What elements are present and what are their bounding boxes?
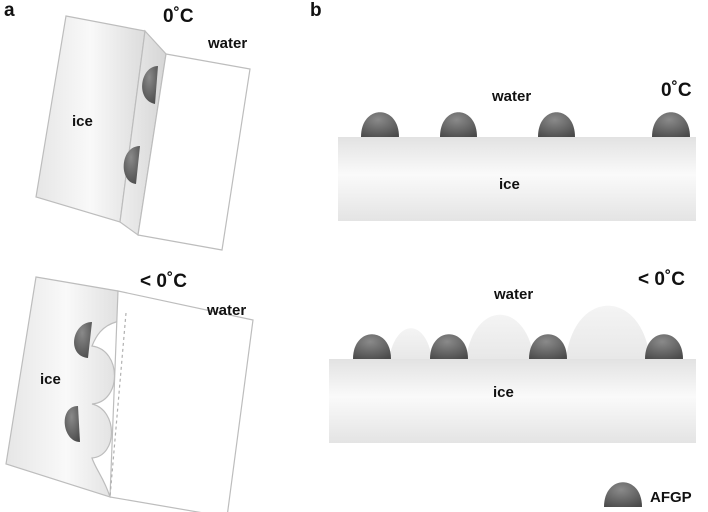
afgp-molecule [361,112,399,137]
ice-label: ice [40,371,61,388]
legend: AFGP [604,482,692,507]
ice-label: ice [72,113,93,130]
afgp-molecule [64,406,80,442]
afgp-molecule [142,66,158,104]
water-region [137,53,251,251]
afgp-molecule [645,334,683,359]
afgp-molecule [529,334,567,359]
water-region [109,290,254,512]
water-label: water [493,286,533,303]
afgp-molecule [353,334,391,359]
original-interface-line [109,312,127,498]
temperature-label: 0˚C [163,6,194,27]
panel-b-bottom: water ice < 0˚C [329,269,696,443]
water-label: water [491,88,531,105]
temperature-label: 0˚C [661,80,692,101]
ice-growth-bump [566,305,650,359]
ice-slab [329,359,696,443]
ice-growth-bump [466,314,534,359]
ice-label: ice [493,384,514,401]
ice-label: ice [499,176,520,193]
panel-a-letter: a [4,0,15,21]
legend-label: AFGP [650,489,692,506]
afgp-molecule [538,112,575,137]
panel-b-top: water ice 0˚C [338,80,696,221]
ice-slab [338,137,696,221]
afgp-molecule [430,334,468,359]
afgp-legend-icon [604,482,642,507]
water-label: water [207,35,247,52]
panel-a-top: ice water 0˚C [35,6,251,251]
afgp-molecule [74,322,92,358]
ice-growth-bump [389,328,432,359]
water-label: water [206,302,246,319]
panel-b-letter: b [310,0,322,21]
afgp-molecule [123,146,140,184]
ice-block-curved [5,276,128,498]
temperature-label: < 0˚C [140,271,187,292]
afgp-molecule [440,112,477,137]
temperature-label: < 0˚C [638,269,685,290]
afgp-molecule [652,112,690,137]
panel-a-bottom: ice water < 0˚C [5,271,254,512]
